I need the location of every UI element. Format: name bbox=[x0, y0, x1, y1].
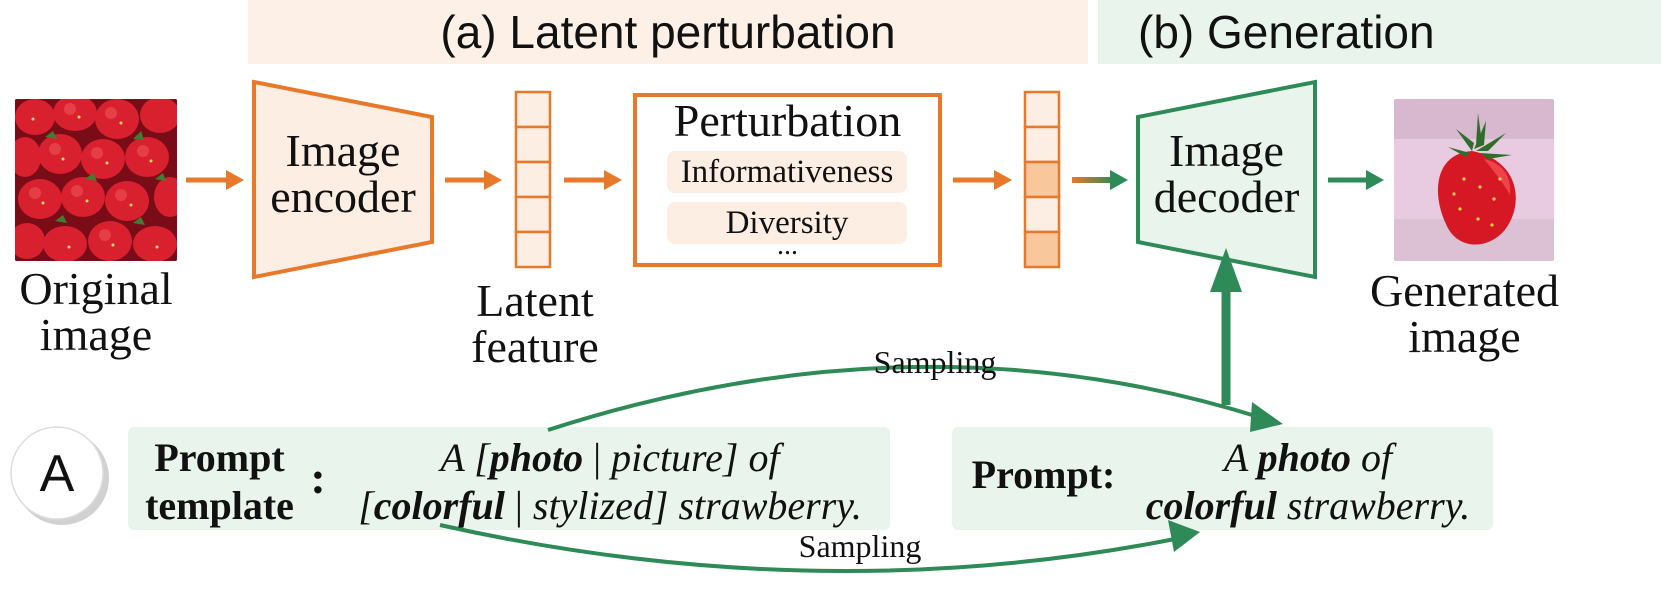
latent-perturbation-header: (a) Latent perturbation bbox=[248, 0, 1088, 64]
strawberry-pile-icon bbox=[15, 99, 177, 261]
image-encoder-label: Image encoder bbox=[270, 125, 416, 222]
prompt-template-panel bbox=[128, 427, 890, 530]
latent-feature-column bbox=[514, 90, 552, 269]
perturbation-ellipsis: ... bbox=[777, 230, 798, 261]
badge-letter: A bbox=[39, 445, 75, 503]
prompt-template-line-2: [colorful | stylized] strawberry. bbox=[358, 483, 862, 528]
generated-strawberry-image bbox=[1394, 99, 1554, 261]
sampling-curve-top bbox=[547, 364, 1263, 432]
sampling-curve-bottom bbox=[439, 523, 1181, 574]
perturbation-title: Perturbation bbox=[673, 95, 902, 146]
sampling-arrowhead-top bbox=[1250, 402, 1283, 432]
prompt-text: A photo of colorful strawberry. bbox=[1128, 434, 1488, 530]
prompt-label: Prompt: bbox=[971, 452, 1116, 497]
sampling-arrowhead-bottom bbox=[1168, 520, 1200, 552]
single-strawberry-icon bbox=[1394, 99, 1554, 261]
perturbation-item-diversity: Diversity bbox=[667, 202, 907, 244]
prompt-line-2: colorful strawberry. bbox=[1145, 483, 1471, 528]
generation-header: (b) Generation bbox=[1098, 0, 1661, 64]
original-image-label: Original image bbox=[19, 263, 173, 360]
orange-arrows bbox=[186, 170, 1012, 190]
perturbation-item-informativeness: Informativeness bbox=[667, 151, 907, 193]
image-decoder-shape bbox=[1136, 79, 1317, 280]
feature-to-decoder-arrow bbox=[1072, 177, 1114, 183]
decoder-output-arrow bbox=[1328, 170, 1384, 190]
prompt-template-line-1: A [photo | picture] of bbox=[440, 435, 780, 480]
latent-feature-label: Latent feature bbox=[471, 275, 599, 372]
sampling-label-bottom: Sampling bbox=[798, 528, 922, 564]
generation-title: (b) Generation bbox=[1138, 6, 1435, 58]
generated-image-label: Generated image bbox=[1370, 265, 1559, 362]
sampling-label-top: Sampling bbox=[873, 344, 997, 380]
prompt-template-label: Prompt template bbox=[145, 435, 294, 528]
perturbed-feature-column bbox=[1023, 90, 1061, 269]
latent-perturbation-title: (a) Latent perturbation bbox=[440, 6, 896, 58]
prompt-panel bbox=[952, 427, 1493, 530]
prompt-line-1: A photo of bbox=[1223, 435, 1393, 480]
badge-circle bbox=[10, 426, 104, 520]
original-strawberry-image bbox=[15, 99, 177, 261]
image-encoder-shape bbox=[252, 79, 434, 280]
prompt-template-colon: : bbox=[310, 452, 326, 503]
prompt-to-decoder-arrow bbox=[1210, 248, 1242, 405]
prompt-template-text: A [photo | picture] of [colorful | styli… bbox=[330, 434, 890, 530]
image-decoder-label: Image decoder bbox=[1153, 125, 1300, 222]
